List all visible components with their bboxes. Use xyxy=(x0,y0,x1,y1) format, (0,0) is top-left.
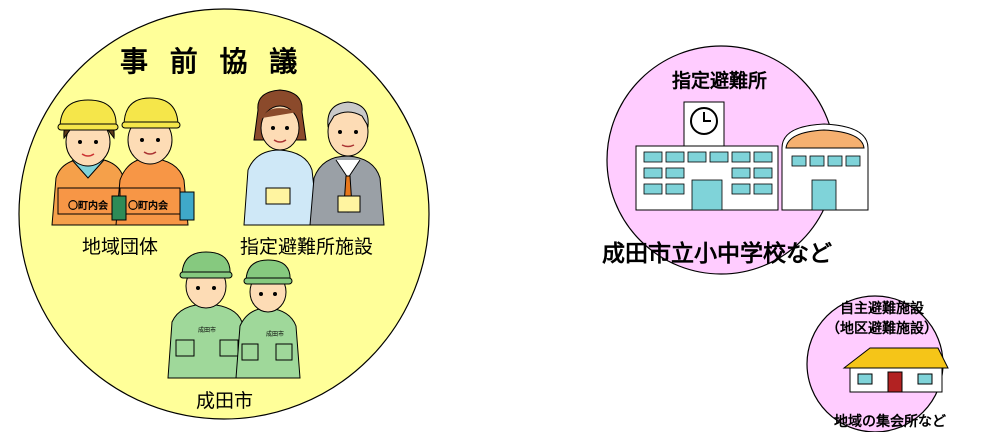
community-group-label: 地域団体 xyxy=(82,236,159,258)
designated-shelter-title: 指定避難所 xyxy=(672,70,768,92)
staff-woman-figure xyxy=(243,89,319,226)
vest-tag: 〇町内会 xyxy=(128,201,168,212)
prior-consultation-circle xyxy=(18,8,430,420)
staff-man-figure xyxy=(309,101,385,226)
city-staff-woman-figure xyxy=(235,259,301,379)
designated-shelter-caption: 成田市立小中学校など xyxy=(602,241,832,267)
uniform-tag: 成田市 xyxy=(266,331,285,338)
facility-staff-illustration xyxy=(243,89,385,226)
voluntary-shelter-title: 自主避難施設 xyxy=(840,301,924,317)
uniform-tag: 成田市 xyxy=(198,327,217,334)
community-volunteers-illustration xyxy=(51,97,195,226)
facility-staff-label: 指定避難所施設 xyxy=(240,236,374,258)
city-staff-illustration xyxy=(167,251,301,379)
city-label: 成田市 xyxy=(196,390,254,412)
vest-tag: 〇町内会 xyxy=(68,201,108,212)
volunteer-man-figure xyxy=(111,97,195,226)
school-building-illustration xyxy=(635,101,869,211)
community-house-illustration xyxy=(842,347,949,393)
voluntary-shelter-caption: 地域の集会所など xyxy=(834,414,946,430)
city-staff-man-figure xyxy=(167,251,247,379)
prior-consultation-title: 事 前 協 議 xyxy=(120,45,304,78)
voluntary-shelter-subtitle: （地区避難施設） xyxy=(826,321,938,337)
